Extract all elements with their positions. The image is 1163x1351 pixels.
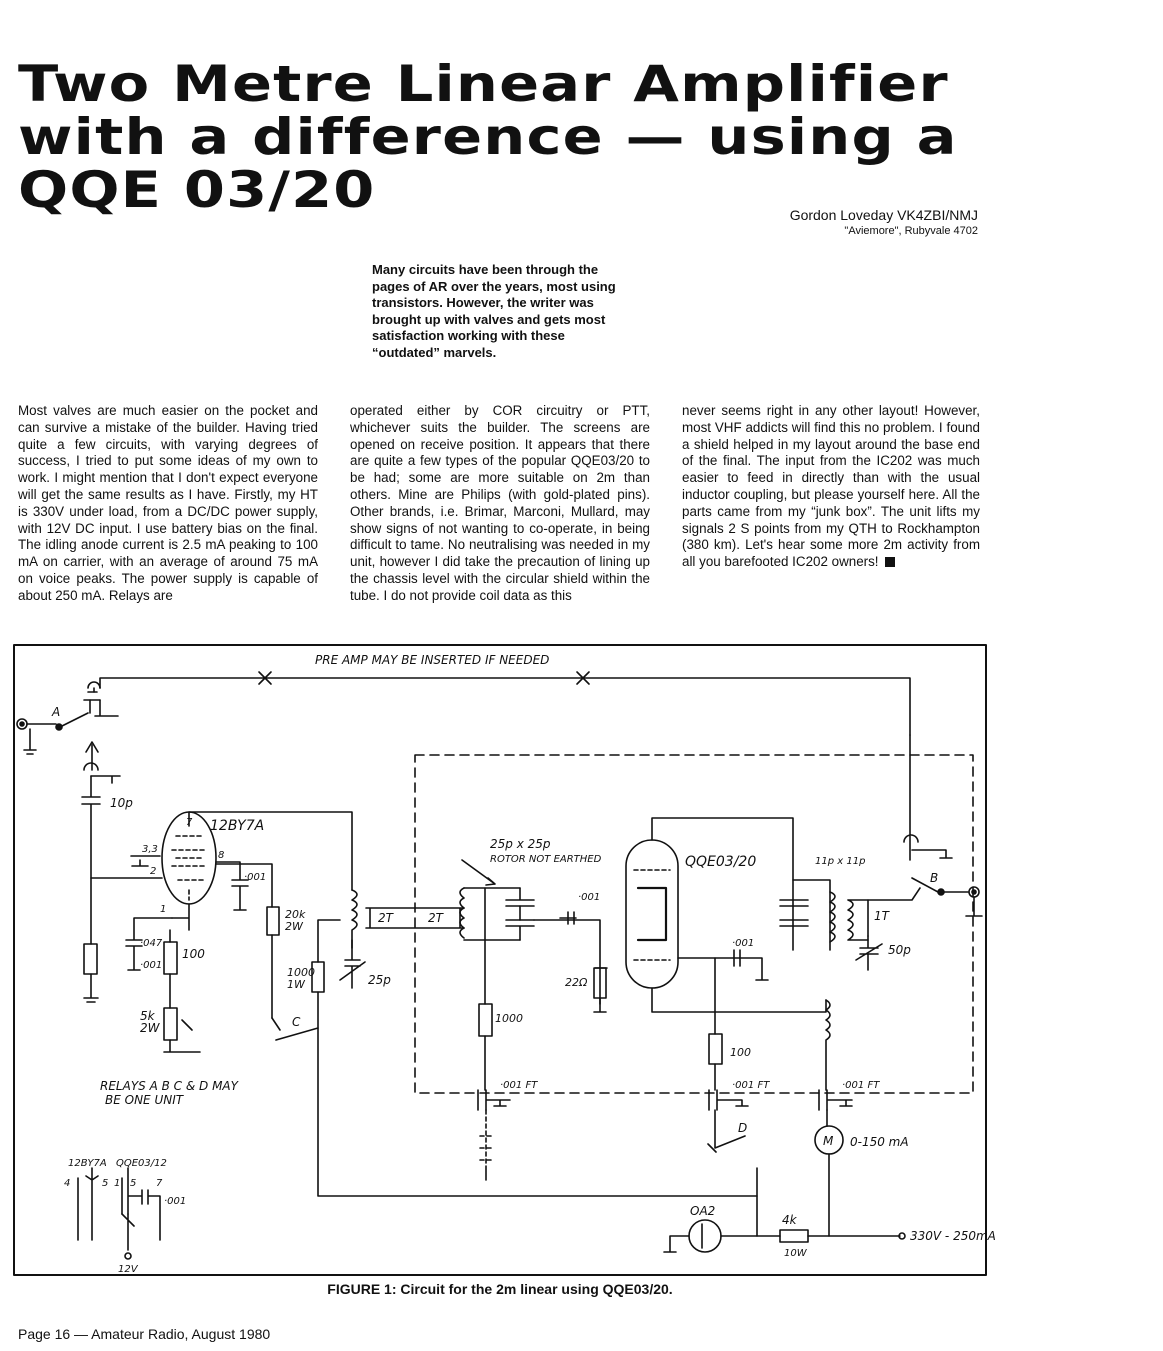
svg-text:1: 1 — [114, 1178, 120, 1189]
title-line-1: Two Metre Linear Amplifier — [18, 55, 949, 113]
coax-shield-a — [87, 681, 101, 693]
svg-text:·001: ·001 — [732, 938, 754, 949]
screen-resistor — [266, 906, 280, 936]
svg-text:100: 100 — [182, 947, 205, 961]
preamp-bypass-line — [99, 677, 911, 736]
title-line-3: QQE 03/20 — [18, 161, 376, 219]
relay-a-contact — [23, 699, 91, 755]
svg-text:2T: 2T — [428, 911, 445, 925]
split-stator-cap-11x11 — [779, 899, 809, 927]
page-footer: Page 16 — Amateur Radio, August 1980 — [18, 1326, 271, 1342]
oa2-regulator-icon — [688, 1219, 722, 1253]
svg-text:2: 2 — [150, 866, 156, 877]
label-preamp: PRE AMP MAY BE INSERTED IF NEEDED — [315, 653, 549, 667]
svg-text:·047: ·047 — [140, 938, 163, 949]
svg-text:2T: 2T — [378, 911, 395, 925]
body-column-1: Most valves are much easier on the pocke… — [18, 403, 318, 603]
svg-text:1000: 1000 — [287, 966, 315, 979]
svg-text:11p x 11p: 11p x 11p — [815, 856, 865, 867]
svg-text:1: 1 — [160, 904, 166, 915]
label-supply: 330V - 250mA — [910, 1229, 996, 1243]
grid-resistor — [83, 943, 98, 975]
svg-text:QQE03/12: QQE03/12 — [116, 1158, 167, 1169]
figure-caption: FIGURE 1: Circuit for the 2m linear usin… — [327, 1281, 673, 1297]
svg-text:BE ONE UNIT: BE ONE UNIT — [105, 1093, 185, 1107]
svg-text:·001 FT: ·001 FT — [732, 1080, 770, 1091]
body-column-3-text: never seems right in any other layout! H… — [682, 403, 980, 570]
svg-text:4: 4 — [64, 1178, 70, 1189]
svg-text:7: 7 — [156, 1178, 163, 1189]
article-title: Two Metre Linear Amplifier with a differ… — [18, 58, 1163, 217]
svg-text:OA2: OA2 — [690, 1204, 715, 1218]
figure-frame — [13, 644, 987, 1276]
circuit-diagram: PRE AMP MAY BE INSERTED IF NEEDED A B C … — [13, 644, 996, 1276]
svg-text:2W: 2W — [285, 920, 304, 933]
svg-text:22Ω: 22Ω — [565, 976, 588, 989]
svg-text:0-150 mA: 0-150 mA — [850, 1135, 909, 1149]
svg-text:B: B — [930, 871, 938, 885]
shield-outline — [414, 754, 974, 1094]
svg-text:2W: 2W — [140, 1021, 161, 1035]
svg-text:5: 5 — [102, 1178, 108, 1189]
svg-text:10W: 10W — [784, 1248, 808, 1259]
svg-text:M: M — [823, 1134, 834, 1148]
end-mark-icon — [884, 557, 895, 568]
break-mark-1 — [258, 671, 272, 685]
relays-note: RELAYS A B C & D MAY — [100, 1079, 240, 1093]
svg-text:4k: 4k — [782, 1213, 798, 1227]
svg-text:12BY7A: 12BY7A — [68, 1158, 107, 1169]
break-mark-2 — [576, 671, 590, 685]
svg-text:12V: 12V — [118, 1264, 139, 1275]
svg-text:A: A — [51, 705, 60, 719]
label-qqe0320: QQE03/20 — [685, 854, 756, 870]
svg-text:C: C — [292, 1015, 301, 1029]
heater-wiring — [77, 1167, 99, 1241]
label-12by7a: 12BY7A — [210, 818, 264, 834]
author-address: "Aviemore", Rubyvale 4702 — [844, 225, 978, 237]
svg-text:7: 7 — [186, 817, 193, 828]
svg-text:·001 FT: ·001 FT — [500, 1080, 538, 1091]
svg-text:·001 FT: ·001 FT — [842, 1080, 880, 1091]
svg-text:100: 100 — [730, 1046, 751, 1059]
body-column-3: never seems right in any other layout! H… — [682, 403, 980, 639]
valve-qqe0320 — [625, 839, 679, 989]
svg-text:ROTOR NOT EARTHED: ROTOR NOT EARTHED — [490, 854, 602, 865]
link-2t — [365, 907, 465, 929]
svg-text:1000: 1000 — [495, 1012, 523, 1025]
svg-text:10p: 10p — [110, 796, 133, 810]
svg-text:25p: 25p — [368, 973, 391, 987]
svg-text:D: D — [738, 1121, 747, 1135]
svg-text:·001: ·001 — [140, 960, 162, 971]
svg-text:3,3: 3,3 — [142, 844, 158, 855]
svg-text:20k: 20k — [285, 908, 306, 921]
svg-text:5: 5 — [130, 1178, 136, 1189]
svg-text:8: 8 — [218, 850, 224, 861]
byline: Gordon Loveday VK4ZBI/NMJ "Aviemore", Ru… — [790, 207, 978, 237]
circuit-figure: PRE AMP MAY BE INSERTED IF NEEDED A B C … — [12, 643, 996, 1277]
svg-text:1W: 1W — [287, 978, 306, 991]
author: Gordon Loveday VK4ZBI/NMJ — [789, 207, 978, 223]
svg-text:25p x 25p: 25p x 25p — [490, 837, 551, 851]
svg-text:·001: ·001 — [244, 872, 266, 883]
svg-text:1T: 1T — [874, 909, 891, 923]
svg-text:·001: ·001 — [578, 892, 600, 903]
svg-text:50p: 50p — [888, 943, 911, 957]
svg-text:5k: 5k — [140, 1009, 156, 1023]
body-column-2: operated either by COR circuitry or PTT,… — [350, 403, 650, 603]
intro-paragraph: Many circuits have been through the page… — [372, 262, 616, 360]
title-line-2: with a difference — using a — [18, 108, 958, 166]
svg-text:·001: ·001 — [164, 1196, 186, 1207]
anode-coil-1 — [351, 889, 358, 949]
